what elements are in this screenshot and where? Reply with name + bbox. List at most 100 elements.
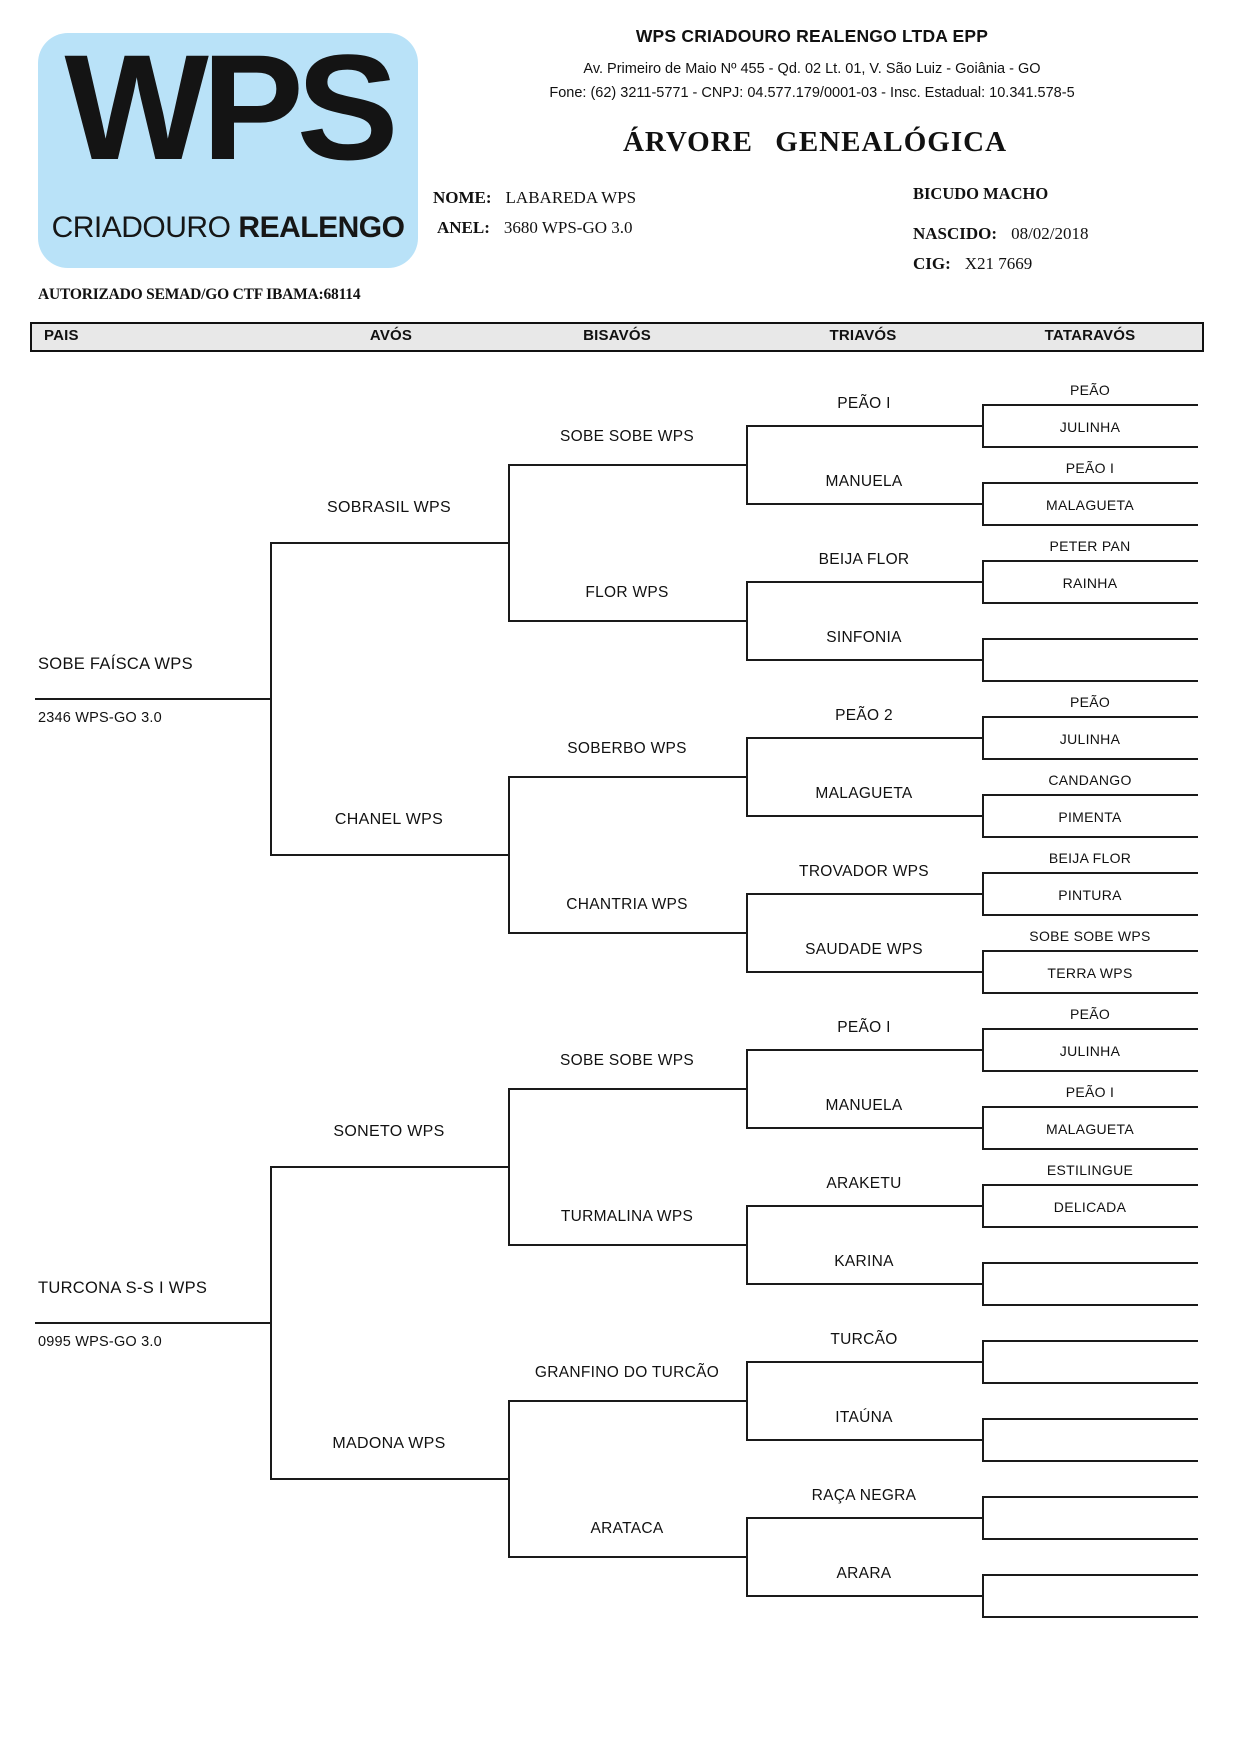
ring-number: 0995 WPS-GO 3.0 [38, 1334, 162, 1350]
triavo-name: TROVADOR WPS [799, 863, 929, 880]
avo-name: SOBRASIL WPS [327, 499, 451, 516]
bisavo-name: FLOR WPS [585, 584, 669, 601]
tree-connector-horizontal [982, 1616, 1198, 1618]
tree-connector-horizontal [746, 737, 984, 739]
company-phone-cnpj: Fone: (62) 3211-5771 - CNPJ: 04.577.179/… [549, 85, 1075, 101]
tataravo-name: ESTILINGUE [1046, 1162, 1134, 1178]
triavo-name: ARARA [836, 1565, 892, 1582]
tree-connector-horizontal [982, 1460, 1198, 1462]
bisavo-name: GRANFINO DO TURCÃO [534, 1364, 720, 1381]
pai-name: SOBE FAÍSCA WPS [38, 655, 193, 673]
tree-connector-horizontal [982, 680, 1198, 682]
tataravo-name: CANDANGO [1048, 772, 1132, 788]
nascido-value: 08/02/2018 [1011, 224, 1089, 243]
bisavo-name: SOBERBO WPS [567, 740, 687, 757]
tataravo-name: PINTURA [1058, 887, 1122, 903]
authorization-line: AUTORIZADO SEMAD/GO CTF IBAMA:68114 [38, 286, 361, 303]
species-sex: BICUDO MACHO [913, 184, 1049, 203]
tree-connector-horizontal [982, 836, 1198, 838]
bisavo-name: SOBE SOBE WPS [560, 1052, 694, 1069]
tree-connector-horizontal [982, 638, 1198, 640]
tree-connector-horizontal [982, 1106, 1198, 1108]
tree-connector-horizontal [982, 716, 1198, 718]
anel-label: ANEL: [437, 218, 490, 237]
tataravo-name: PEÃO [1069, 1006, 1111, 1022]
triavo-name: RAÇA NEGRA [811, 1487, 917, 1504]
logo-subtitle-criadouro: CRIADOURO [51, 211, 231, 244]
tree-connector-horizontal [982, 1070, 1198, 1072]
tree-connector-horizontal [746, 1361, 984, 1363]
tree-connector-horizontal [982, 1148, 1198, 1150]
tree-connector-horizontal [982, 992, 1198, 994]
tree-connector-horizontal [746, 425, 984, 427]
tree-connector-horizontal [982, 950, 1198, 952]
tree-connector-horizontal [982, 1262, 1198, 1264]
cig-value: X21 7669 [964, 254, 1033, 273]
tree-connector-horizontal [982, 482, 1198, 484]
tree-connector-horizontal [982, 1184, 1198, 1186]
triavo-name: ARAKETU [826, 1175, 902, 1192]
tree-connector-horizontal [982, 1574, 1198, 1576]
tree-connector-horizontal [746, 893, 984, 895]
tree-connector-horizontal [746, 581, 984, 583]
pai-name: TURCONA S-S I WPS [38, 1279, 208, 1297]
cig-label: CIG: [913, 254, 951, 273]
column-header-avos: AVÓS [369, 327, 413, 344]
tree-connector-horizontal [982, 1418, 1198, 1420]
tataravo-name: TERRA WPS [1047, 965, 1133, 981]
tree-connector-horizontal [508, 1088, 748, 1090]
tataravo-name: JULINHA [1059, 1043, 1121, 1059]
tree-connector-horizontal [982, 1538, 1198, 1540]
bisavo-name: CHANTRIA WPS [566, 896, 688, 913]
tree-connector-horizontal [746, 1595, 984, 1597]
tree-connector-horizontal [982, 1226, 1198, 1228]
tree-connector-horizontal [746, 1517, 984, 1519]
tree-connector-horizontal [746, 1049, 984, 1051]
tataravo-name: PEÃO [1069, 382, 1111, 398]
tree-connector-horizontal [508, 1400, 748, 1402]
triavo-name: MALAGUETA [815, 785, 913, 802]
tataravo-name: PIMENTA [1058, 809, 1122, 825]
tataravo-name: JULINHA [1059, 419, 1121, 435]
tree-connector-horizontal [982, 1382, 1198, 1384]
tree-connector-horizontal [270, 542, 510, 544]
tree-connector-horizontal [35, 1322, 272, 1324]
triavo-name: PEÃO 2 [835, 707, 893, 724]
column-header-tataravos: TATARAVÓS [1044, 327, 1136, 344]
tree-connector-horizontal [746, 1127, 984, 1129]
tree-connector-horizontal [508, 464, 748, 466]
tree-connector-horizontal [746, 503, 984, 505]
tree-connector-horizontal [982, 794, 1198, 796]
triavo-name: PEÃO I [837, 395, 891, 412]
tree-connector-horizontal [746, 1283, 984, 1285]
column-header-triavos: TRIAVÓS [829, 327, 897, 344]
tree-connector-horizontal [746, 1205, 984, 1207]
bisavo-name: TURMALINA WPS [560, 1208, 694, 1225]
avo-name: CHANEL WPS [334, 811, 444, 828]
nome-label: NOME: [433, 188, 492, 207]
company-name: WPS CRIADOURO REALENGO LTDA EPP [635, 26, 989, 46]
triavo-name: PEÃO I [837, 1019, 891, 1036]
tree-connector-horizontal [982, 1028, 1198, 1030]
triavo-name: KARINA [834, 1253, 894, 1270]
tree-connector-horizontal [982, 446, 1198, 448]
logo-wordmark: WPS [64, 23, 398, 191]
triavo-name: TURCÃO [830, 1331, 898, 1348]
nome-row: NOME:LABAREDA WPS [433, 188, 636, 208]
tree-connector-horizontal [270, 1166, 510, 1168]
nascido-label: NASCIDO: [913, 224, 998, 243]
tataravo-name: RAINHA [1062, 575, 1118, 591]
tree-connector-horizontal [508, 620, 748, 622]
tree-connector-horizontal [746, 815, 984, 817]
tree-connector-horizontal [982, 404, 1198, 406]
cig-row: CIG: X21 7669 [913, 254, 1032, 274]
avo-name: MADONA WPS [332, 1435, 446, 1452]
logo-subtitle-realengo: REALENGO [238, 211, 405, 244]
triavo-name: MANUELA [825, 1097, 903, 1114]
tataravo-name: MALAGUETA [1045, 1121, 1135, 1137]
tataravo-name: MALAGUETA [1045, 497, 1135, 513]
triavo-name: SINFONIA [826, 629, 902, 646]
triavo-name: BEIJA FLOR [818, 551, 910, 568]
